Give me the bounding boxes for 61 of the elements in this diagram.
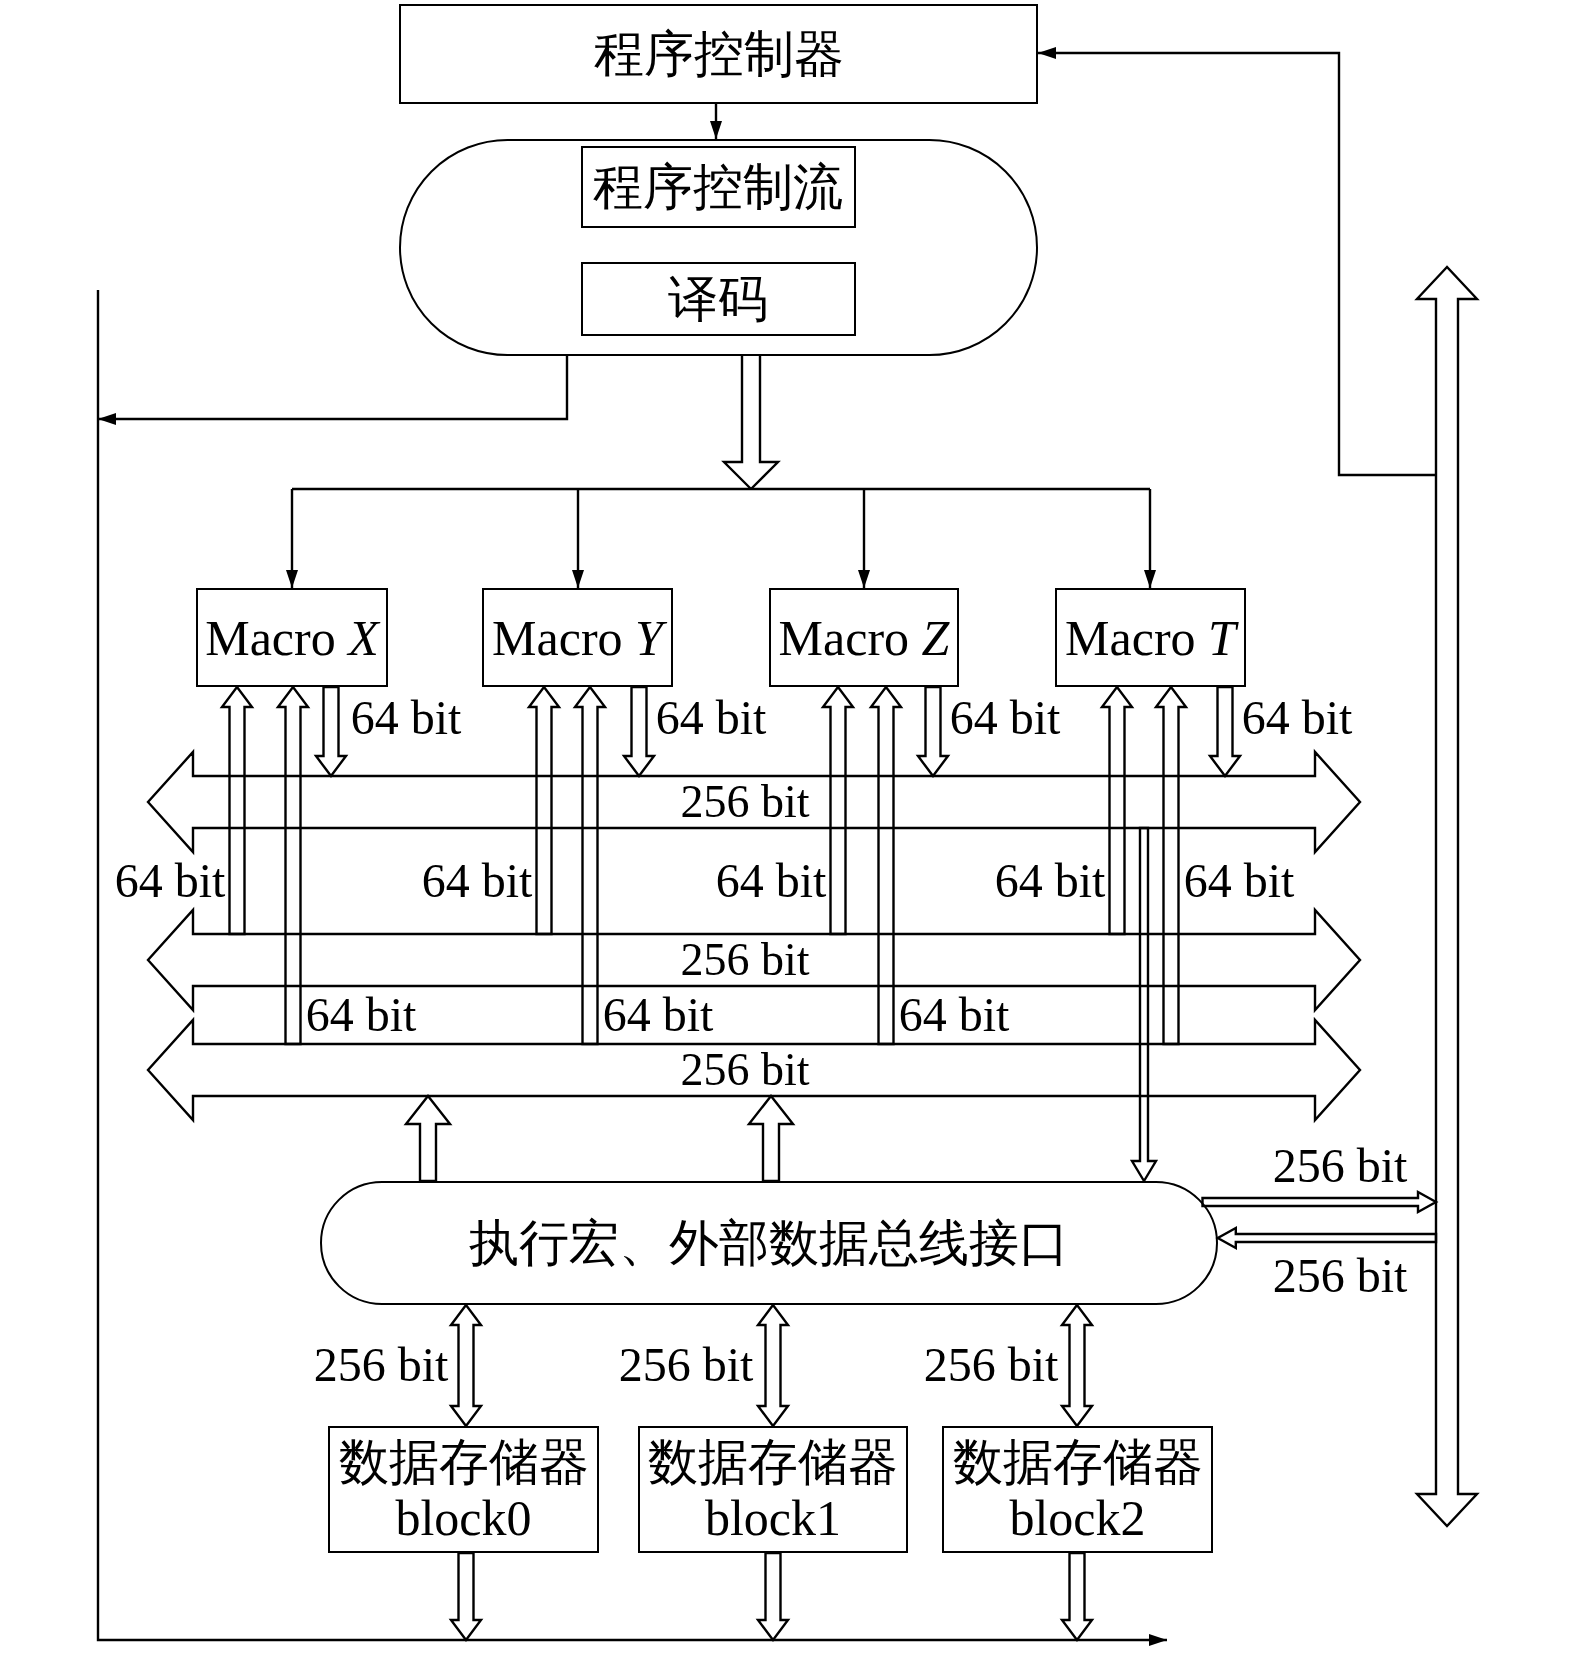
edge-label: 256 bit [618, 1341, 754, 1389]
data-bus [1415, 265, 1479, 1528]
hollow-arrow [313, 685, 349, 778]
edge-label: 64 bit [305, 991, 417, 1039]
macro-box: Macro Z [769, 588, 959, 687]
edge-label: 256 bit [313, 1341, 449, 1389]
double-arrow [1059, 1303, 1095, 1428]
macro-box: Macro X [196, 588, 388, 687]
macro-box: Macro T [1055, 588, 1246, 687]
bus-label: 256 bit [680, 779, 810, 825]
edge-label: 64 bit [350, 694, 462, 742]
edge-label: 64 bit [1241, 694, 1353, 742]
bus-label: 256 bit [680, 937, 810, 983]
data-bus [146, 750, 1362, 854]
edge-label: 64 bit [602, 991, 714, 1039]
edge-label: 64 bit [655, 694, 767, 742]
edge-label: 64 bit [1183, 857, 1295, 905]
memory-box: 数据存储器 block1 [638, 1426, 908, 1553]
process-box: 程序控制流 [580, 145, 856, 228]
hollow-arrow [915, 685, 951, 778]
edge-label: 256 bit [1272, 1142, 1408, 1190]
edge-label: 64 bit [421, 857, 533, 905]
hollow-arrow [1215, 1225, 1438, 1251]
hollow-arrow [1129, 826, 1159, 1184]
edge-label: 64 bit [994, 857, 1106, 905]
hollow-arrow [275, 685, 311, 1046]
hollow-arrow [1059, 1551, 1095, 1642]
hollow-arrow [746, 1094, 796, 1183]
hollow-arrow [219, 685, 255, 936]
hollow-arrow [526, 685, 562, 936]
process-box: 程序控制器 [399, 4, 1038, 104]
edge-label: 256 bit [1272, 1252, 1408, 1300]
arrow [1038, 47, 1436, 477]
process-box: 译码 [580, 261, 856, 336]
edge-label: 64 bit [898, 991, 1010, 1039]
hollow-arrow [820, 685, 856, 936]
memory-box: 数据存储器 block0 [328, 1426, 599, 1553]
hollow-arrow [403, 1094, 453, 1183]
hollow-arrow [572, 685, 608, 1046]
hollow-arrow [1153, 685, 1189, 1046]
hollow-arrow [1099, 685, 1135, 936]
hollow-arrow [868, 685, 904, 1046]
branch-arrow [286, 356, 1156, 588]
capsule-frame [399, 139, 1038, 356]
double-arrow [448, 1303, 484, 1428]
arrow [710, 104, 722, 139]
hollow-arrow [448, 1551, 484, 1642]
hollow-arrow [1207, 685, 1243, 778]
hollow-arrow [621, 685, 657, 778]
double-arrow [755, 1303, 791, 1428]
hollow-arrow [755, 1551, 791, 1642]
edge-label: 256 bit [923, 1341, 1059, 1389]
edge-label: 64 bit [114, 857, 226, 905]
memory-box: 数据存储器 block2 [942, 1426, 1213, 1553]
edge-label: 64 bit [949, 694, 1061, 742]
hollow-arrow [1201, 1189, 1439, 1215]
bus-label: 256 bit [680, 1047, 810, 1093]
macro-box: Macro Y [482, 588, 673, 687]
arrow [98, 356, 569, 425]
capsule-box: 执行宏、外部数据总线接口 [320, 1181, 1218, 1305]
edge-label: 64 bit [715, 857, 827, 905]
